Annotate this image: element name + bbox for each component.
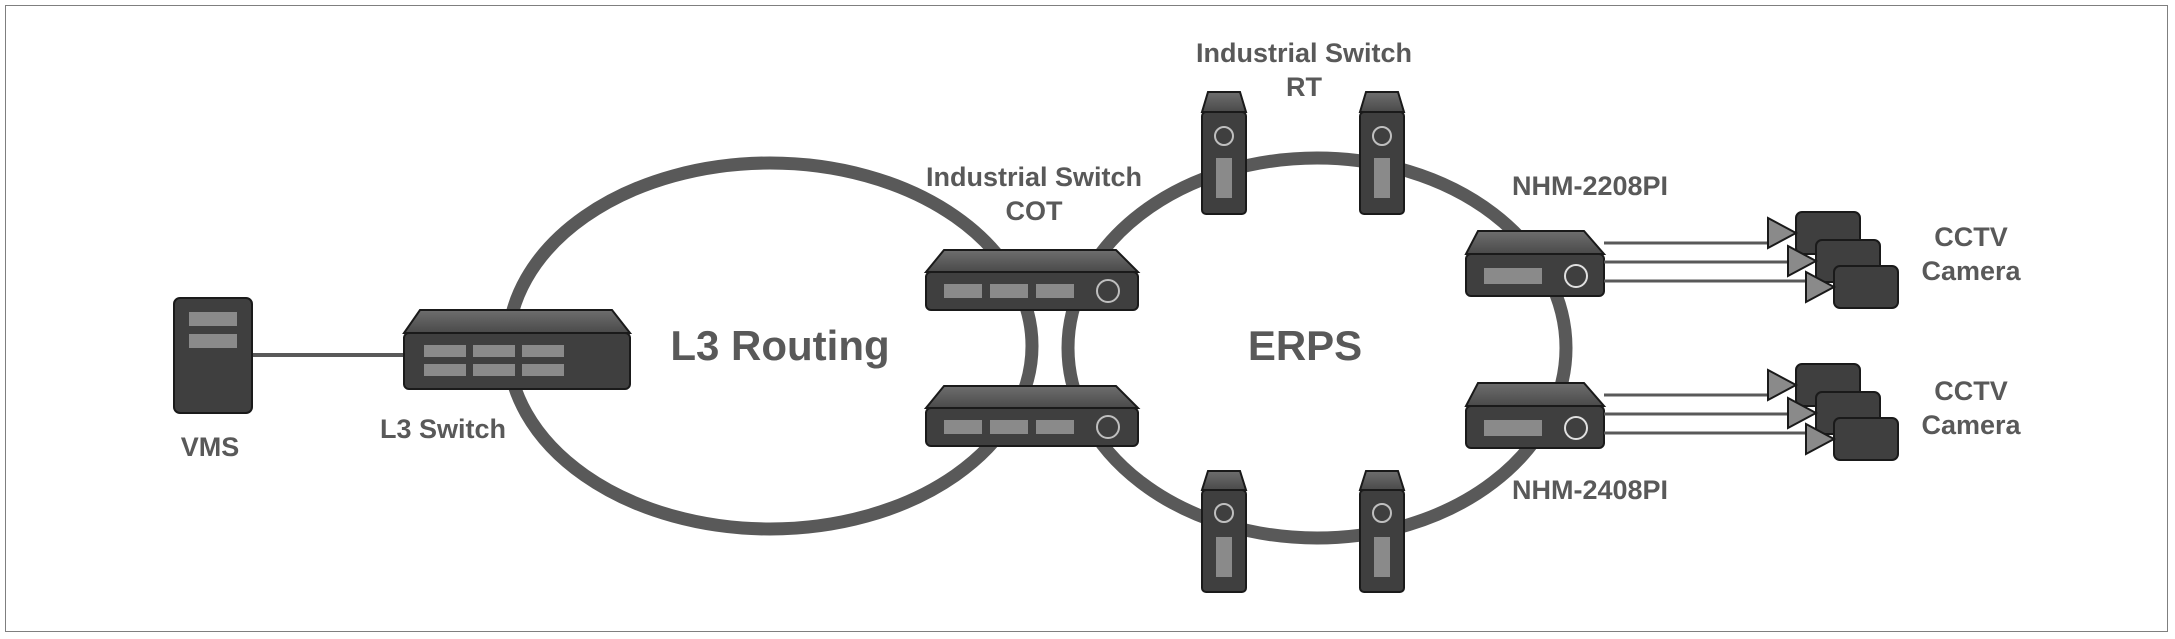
industrial-switch-rt-label-line2: RT [1286,72,1322,102]
nhm-2408pi-label: NHM-2408PI [1512,475,1668,505]
industrial-switch-cot-label-line2: COT [1006,196,1064,226]
l3-switch-device [402,309,633,390]
cctv-camera-cluster-top [1767,211,1899,309]
erps-label: ERPS [1248,322,1362,369]
nhm-2408pi-device [1464,382,1607,449]
industrial-switch-rt-top-right [1358,91,1406,215]
camera-links-top [1604,241,1810,283]
cctv-camera-top-label-line1: CCTV [1934,222,2008,252]
vms-label: VMS [181,432,240,462]
camera-links-bottom [1604,393,1810,435]
erps-ring [1061,151,1573,545]
cctv-camera-cluster-bottom [1767,363,1899,461]
diagram-frame [5,5,2168,632]
nhm-2208pi-label: NHM-2208PI [1512,171,1668,201]
industrial-switch-cot-bottom [923,385,1141,447]
l3-switch-label: L3 Switch [380,414,506,444]
cctv-camera-top-label-line2: Camera [1921,256,2021,286]
cctv-camera-bottom-label-line1: CCTV [1934,376,2008,406]
industrial-switch-rt-label-line1: Industrial Switch [1196,38,1412,68]
industrial-switch-cot-top [923,249,1141,311]
industrial-switch-rt-bottom-left [1200,470,1248,593]
industrial-switch-cot-label-line1: Industrial Switch [926,162,1142,192]
industrial-switch-rt-top-left [1200,91,1248,215]
l3-routing-label: L3 Routing [670,322,889,369]
cctv-camera-bottom-label-line2: Camera [1921,410,2021,440]
vms-server [173,297,253,414]
industrial-switch-rt-bottom-right [1358,470,1406,593]
nhm-2208pi-device [1464,230,1607,297]
